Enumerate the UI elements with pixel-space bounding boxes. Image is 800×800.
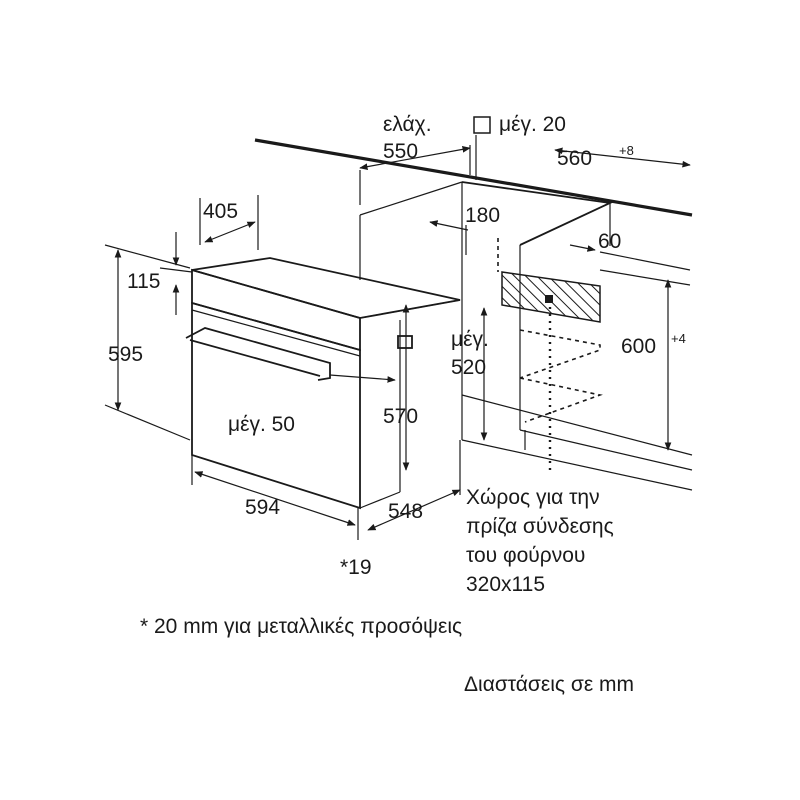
label-520: 520: [451, 356, 486, 379]
dim-405: [199, 195, 259, 250]
dim-50: [329, 374, 396, 383]
label-180: 180: [465, 204, 500, 227]
label-max-gap: μέγ. 20: [499, 113, 566, 136]
dim-180: [429, 220, 469, 255]
socket-note-line2: πρίζα σύνδεσης: [466, 515, 614, 538]
socket-note-line4: 320x115: [466, 573, 545, 596]
label-405: 405: [203, 200, 238, 223]
label-594: 594: [245, 496, 280, 519]
label-60: 60: [598, 230, 621, 253]
dimension-labels: ελάχ. μέγ. 20 550 560 +8 405 180 60 115 …: [108, 113, 686, 579]
label-footnote-ref: *19: [340, 556, 372, 579]
label-max-50: μέγ. 50: [228, 413, 295, 436]
dim-60: [569, 244, 691, 271]
oven-handle: [185, 327, 331, 381]
label-max-depth: μέγ.: [451, 328, 489, 351]
label-548: 548: [388, 500, 423, 523]
dim-548: [367, 440, 461, 531]
socket-note: Χώρος για την πρίζα σύνδεσης του φούρνου…: [466, 486, 614, 596]
socket-zone: [501, 271, 601, 323]
label-min: ελάχ.: [383, 113, 432, 136]
oven-body: [191, 257, 461, 510]
dim-115: [159, 232, 193, 315]
units-note: Διαστάσεις σε mm: [464, 673, 634, 696]
label-115: 115: [127, 270, 160, 293]
label-600-tol: +4: [671, 331, 686, 346]
cabinet-outline: [254, 138, 693, 491]
label-595: 595: [108, 343, 143, 366]
dim-560: [554, 147, 691, 168]
label-550: 550: [383, 140, 418, 163]
socket-note-line1: Χώρος για την: [466, 486, 600, 509]
socket-note-line3: του φούρνου: [466, 544, 585, 567]
max-gap-square-icon: [473, 116, 491, 134]
label-570: 570: [383, 405, 418, 428]
hidden-lines: [497, 238, 603, 475]
dim-595: [104, 244, 191, 441]
label-560-tol: +8: [619, 143, 634, 158]
dim-550: [359, 145, 471, 205]
label-600: 600: [621, 335, 656, 358]
dim-600: [599, 269, 691, 451]
dim-594: [191, 455, 359, 540]
footnote-text: * 20 mm για μεταλλικές προσόψεις: [140, 615, 462, 638]
label-560: 560: [557, 147, 592, 170]
